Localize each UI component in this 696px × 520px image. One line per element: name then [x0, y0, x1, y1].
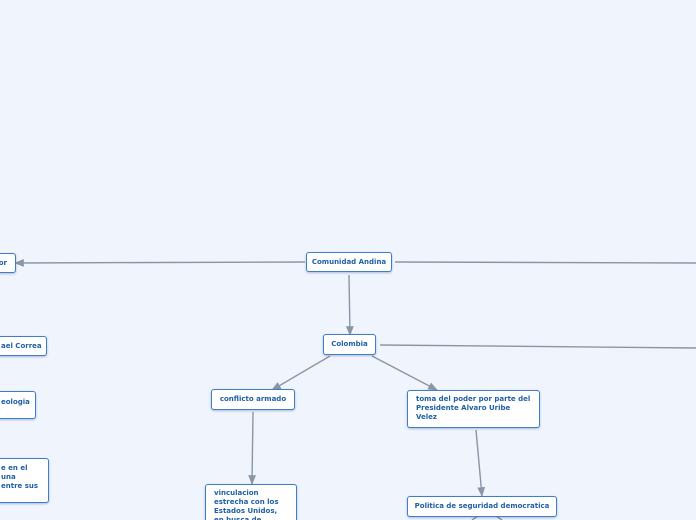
node-label: or: [0, 258, 7, 267]
link-colombia-to-toma: [371, 355, 438, 391]
node-label: ael Correa: [1, 341, 42, 350]
link-conflicto-to-vinculacion: [248, 411, 257, 485]
node-comunidad-andina[interactable]: Comunidad Andina: [306, 252, 392, 272]
link-colombia-to-conflicto: [271, 355, 331, 391]
node-conflicto-armado[interactable]: conflicto armado: [211, 389, 295, 410]
node-label: vinculacion estrecha con los Estados Uni…: [214, 489, 279, 520]
node-label: Comunidad Andina: [311, 257, 387, 266]
node-label: eologia: [1, 398, 30, 406]
link-toma-to-politica: [475, 429, 486, 497]
node-toma-del-poder[interactable]: toma del poder por parte del Presidente …: [407, 390, 540, 428]
node-politica-seguridad[interactable]: Politica de seguridad democratica: [407, 496, 557, 517]
link-comunidad-to-offscreen: [394, 261, 696, 264]
link-comunidad-to-colombia: [345, 274, 354, 336]
link-colombia-to-offscreen: [379, 344, 696, 349]
link-comunidad-to-ecuador: [14, 259, 306, 267]
node-rafael-correa-partial[interactable]: ael Correa: [0, 336, 47, 356]
node-ecuador-detail-partial[interactable]: e en el una entre sus: [0, 458, 49, 503]
node-ideologia-partial[interactable]: eologia: [0, 391, 36, 419]
node-ecuador-partial[interactable]: or: [0, 253, 16, 273]
node-label: toma del poder por parte del Presidente …: [416, 395, 531, 421]
node-label: e en el una entre sus: [1, 464, 39, 490]
node-label: Politica de seguridad democratica: [414, 502, 550, 510]
node-vinculacion[interactable]: vinculacion estrecha con los Estados Uni…: [205, 484, 297, 520]
node-colombia[interactable]: Colombia: [323, 334, 376, 355]
node-label: Colombia: [331, 340, 368, 348]
node-label: conflicto armado: [219, 395, 287, 403]
